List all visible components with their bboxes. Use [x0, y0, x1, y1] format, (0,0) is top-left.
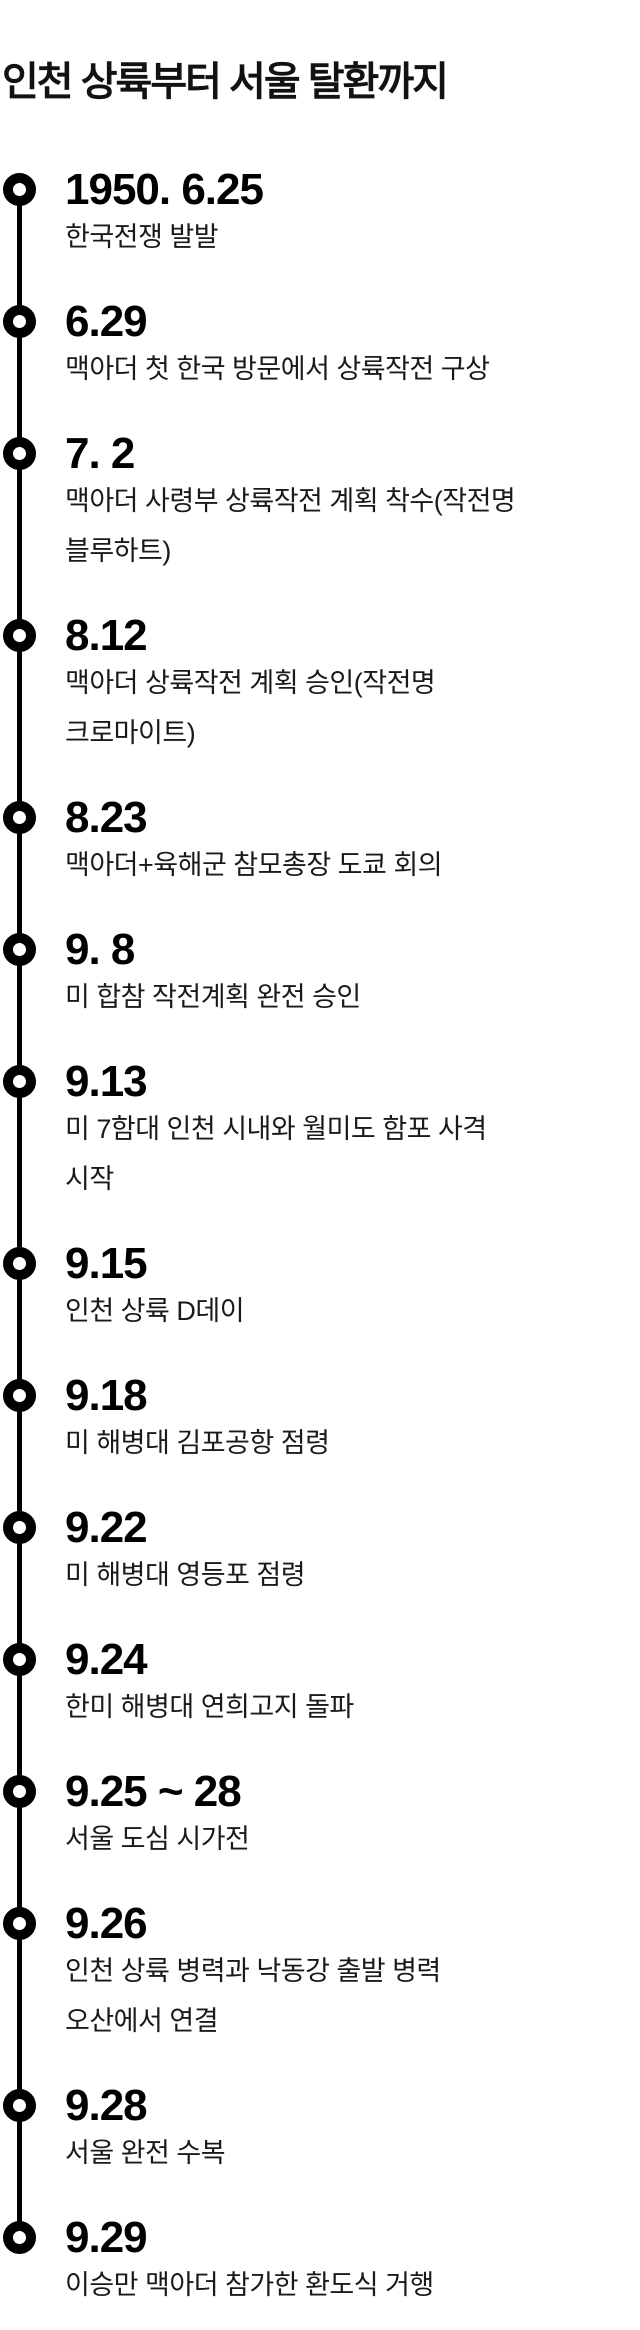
timeline-entry: 8.23 맥아더+육해군 참모총장 도쿄 회의 [3, 793, 640, 890]
timeline-node-marker [3, 619, 36, 652]
entry-date: 9.22 [65, 1503, 148, 1552]
entry-date: 9.26 [65, 1899, 148, 1948]
timeline-node-marker [3, 1379, 36, 1412]
timeline: 1950. 6.25 한국전쟁 발발 6.29 맥아더 첫 한국 방문에서 상륙… [0, 168, 640, 2310]
timeline-node-marker [3, 1907, 36, 1940]
timeline-rail [17, 189, 22, 2238]
timeline-entry: 7. 2 맥아더 사령부 상륙작전 계획 착수(작전명 블루하트) [3, 429, 640, 576]
timeline-entry: 8.12 맥아더 상륙작전 계획 승인(작전명 크로마이트) [3, 611, 640, 758]
entry-description: 맥아더 사령부 상륙작전 계획 착수(작전명 블루하트) [65, 486, 516, 566]
entry-description: 맥아더 첫 한국 방문에서 상륙작전 구상 [65, 354, 490, 384]
timeline-node-marker [3, 1775, 36, 1808]
entry-date: 1950. 6.25 [65, 165, 264, 214]
entry-description: 한미 해병대 연희고지 돌파 [65, 1692, 354, 1722]
timeline-node-marker [3, 437, 36, 470]
entry-date: 9.28 [65, 2081, 148, 2130]
entry-date: 6.29 [65, 297, 148, 346]
entry-date: 9.29 [65, 2213, 148, 2262]
entry-date: 9.24 [65, 1635, 148, 1684]
entry-date: 9.25 ~ 28 [65, 1767, 242, 1816]
timeline-entry: 9.28 서울 완전 수복 [3, 2081, 640, 2178]
timeline-node-marker [3, 933, 36, 966]
entry-description: 인천 상륙 병력과 낙동강 출발 병력 오산에서 연결 [65, 1956, 441, 2036]
page-title: 인천 상륙부터 서울 탈환까지 [2, 60, 449, 104]
entry-description: 맥아더 상륙작전 계획 승인(작전명 크로마이트) [65, 668, 436, 748]
entry-description: 미 7함대 인천 시내와 월미도 함포 사격 시작 [65, 1114, 487, 1194]
entry-date: 9.13 [65, 1057, 148, 1106]
entry-date: 9.15 [65, 1239, 148, 1288]
timeline-node-marker [3, 1247, 36, 1280]
timeline-node-marker [3, 1511, 36, 1544]
entry-description: 이승만 맥아더 참가한 환도식 거행 [65, 2270, 434, 2300]
entry-description: 미 합참 작전계획 완전 승인 [65, 982, 361, 1012]
timeline-entry: 9. 8 미 합참 작전계획 완전 승인 [3, 925, 640, 1022]
timeline-node-marker [3, 173, 36, 206]
timeline-entry: 9.26 인천 상륙 병력과 낙동강 출발 병력 오산에서 연결 [3, 1899, 640, 2046]
timeline-entries: 1950. 6.25 한국전쟁 발발 6.29 맥아더 첫 한국 방문에서 상륙… [3, 165, 640, 2310]
timeline-entry: 9.29 이승만 맥아더 참가한 환도식 거행 [3, 2213, 640, 2310]
timeline-entry: 9.18 미 해병대 김포공항 점령 [3, 1371, 640, 1468]
entry-description: 미 해병대 김포공항 점령 [65, 1428, 330, 1458]
entry-date: 9.18 [65, 1371, 148, 1420]
entry-description: 인천 상륙 D데이 [65, 1296, 245, 1326]
entry-description: 미 해병대 영등포 점령 [65, 1560, 306, 1590]
timeline-entry: 1950. 6.25 한국전쟁 발발 [3, 165, 640, 262]
timeline-node-marker [3, 1643, 36, 1676]
timeline-node-marker [3, 2089, 36, 2122]
entry-description: 서울 완전 수복 [65, 2138, 226, 2168]
timeline-entry: 9.25 ~ 28 서울 도심 시가전 [3, 1767, 640, 1864]
timeline-node-marker [3, 1065, 36, 1098]
entry-description: 한국전쟁 발발 [65, 222, 219, 252]
timeline-entry: 9.13 미 7함대 인천 시내와 월미도 함포 사격 시작 [3, 1057, 640, 1204]
entry-date: 9. 8 [65, 925, 135, 974]
timeline-entry: 6.29 맥아더 첫 한국 방문에서 상륙작전 구상 [3, 297, 640, 394]
entry-date: 7. 2 [65, 429, 135, 478]
timeline-node-marker [3, 801, 36, 834]
timeline-node-marker [3, 2221, 36, 2254]
entry-description: 서울 도심 시가전 [65, 1824, 250, 1854]
entry-date: 8.23 [65, 793, 148, 842]
timeline-entry: 9.15 인천 상륙 D데이 [3, 1239, 640, 1336]
timeline-entry: 9.22 미 해병대 영등포 점령 [3, 1503, 640, 1600]
timeline-node-marker [3, 305, 36, 338]
entry-description: 맥아더+육해군 참모총장 도쿄 회의 [65, 850, 443, 880]
timeline-entry: 9.24 한미 해병대 연희고지 돌파 [3, 1635, 640, 1732]
entry-date: 8.12 [65, 611, 148, 660]
